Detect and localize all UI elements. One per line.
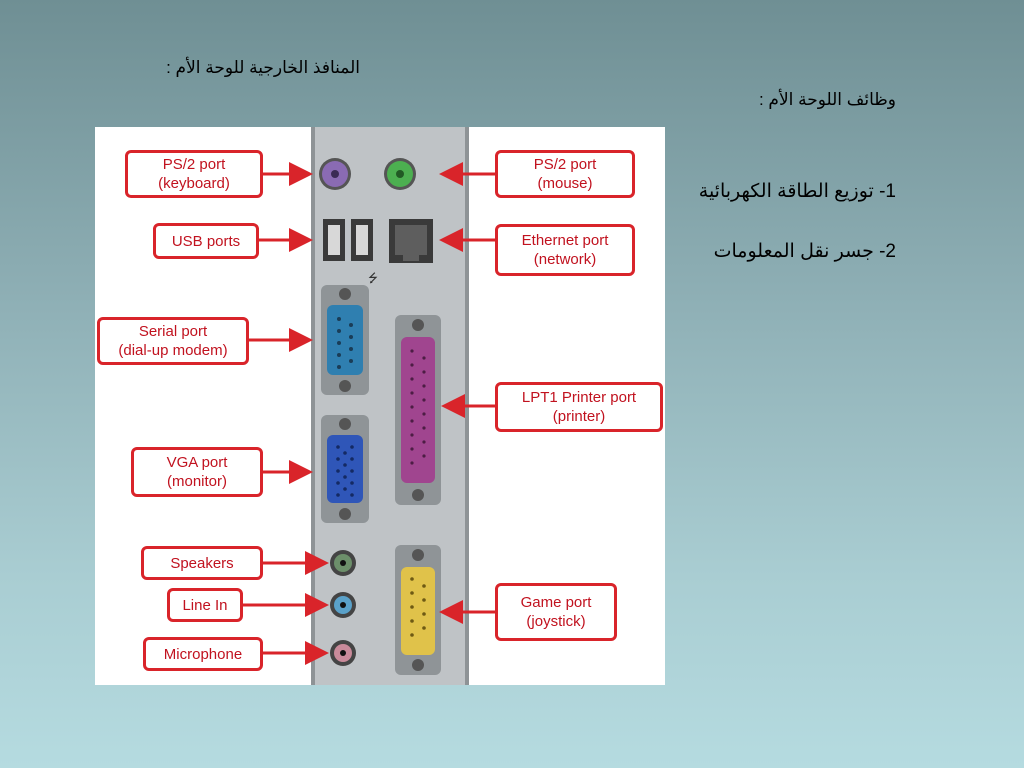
callout-ps2-keyboard-line1: PS/2 port: [162, 156, 226, 173]
serial-port: [321, 285, 369, 395]
ps2-mouse-port: [384, 158, 416, 190]
vga-port: [321, 415, 369, 523]
callout-line-in-line1: Line In: [182, 596, 228, 614]
function-number-1: 1-: [879, 181, 896, 202]
callout-ps2-mouse-line2: (mouse): [537, 175, 593, 192]
callout-game-line1: Game port: [520, 594, 592, 611]
lpt1-printer-port: [395, 315, 441, 505]
function-item-1: 1- توزيع الطاقة الكهربائية: [660, 180, 896, 203]
callout-speakers-line1: Speakers: [170, 554, 234, 572]
callout-ps2-keyboard-line2: (keyboard): [158, 175, 230, 192]
callout-ethernet-line2: (network): [533, 251, 597, 268]
callout-serial-line2: (dial-up modem): [118, 342, 228, 359]
callout-usb-line1: USB ports: [171, 232, 241, 250]
function-text-1: توزيع الطاقة الكهربائية: [698, 181, 874, 202]
callout-lpt1-line1: LPT1 Printer port: [521, 389, 637, 406]
callout-game: Game port (joystick): [495, 583, 617, 641]
function-text-2: جسر نقل المعلومات: [713, 241, 874, 262]
callout-usb: USB ports: [153, 223, 259, 259]
callout-speakers: Speakers: [141, 546, 263, 580]
function-number-2: 2-: [879, 241, 896, 262]
ps2-keyboard-port: [319, 158, 351, 190]
callout-ps2-mouse: PS/2 port (mouse): [495, 150, 635, 198]
functions-heading: وظائف اللوحة الأم :: [758, 90, 896, 109]
ports-heading: المنافذ الخارجية للوحة الأم :: [166, 58, 360, 77]
callout-lpt1-line2: (printer): [552, 408, 606, 425]
speakers-jack: [330, 550, 356, 576]
callout-lpt1: LPT1 Printer port (printer): [495, 382, 663, 432]
game-port: [395, 545, 441, 675]
callout-serial: Serial port (dial-up modem): [97, 317, 249, 365]
callout-ps2-keyboard: PS/2 port (keyboard): [125, 150, 263, 198]
callout-vga-line2: (monitor): [166, 473, 227, 490]
callout-game-line2: (joystick): [526, 613, 586, 630]
callout-vga-line1: VGA port: [166, 454, 228, 471]
line-in-jack: [330, 592, 356, 618]
callout-ethernet: Ethernet port (network): [495, 224, 635, 276]
microphone-jack: [330, 640, 356, 666]
callout-serial-line1: Serial port: [138, 323, 208, 340]
usb-ports: ⭍: [323, 219, 378, 285]
function-item-2: 2- جسر نقل المعلومات: [690, 240, 896, 263]
ethernet-port: [389, 219, 433, 263]
back-panel-graphic: ⭍: [243, 127, 495, 685]
callout-microphone-line1: Microphone: [163, 645, 243, 663]
motherboard-ports-diagram: ⭍: [95, 127, 665, 685]
callout-ps2-mouse-line1: PS/2 port: [533, 156, 597, 173]
usb-icon: ⭍: [368, 271, 378, 285]
callout-microphone: Microphone: [143, 637, 263, 671]
callout-vga: VGA port (monitor): [131, 447, 263, 497]
callout-line-in: Line In: [167, 588, 243, 622]
callout-ethernet-line1: Ethernet port: [521, 232, 609, 249]
